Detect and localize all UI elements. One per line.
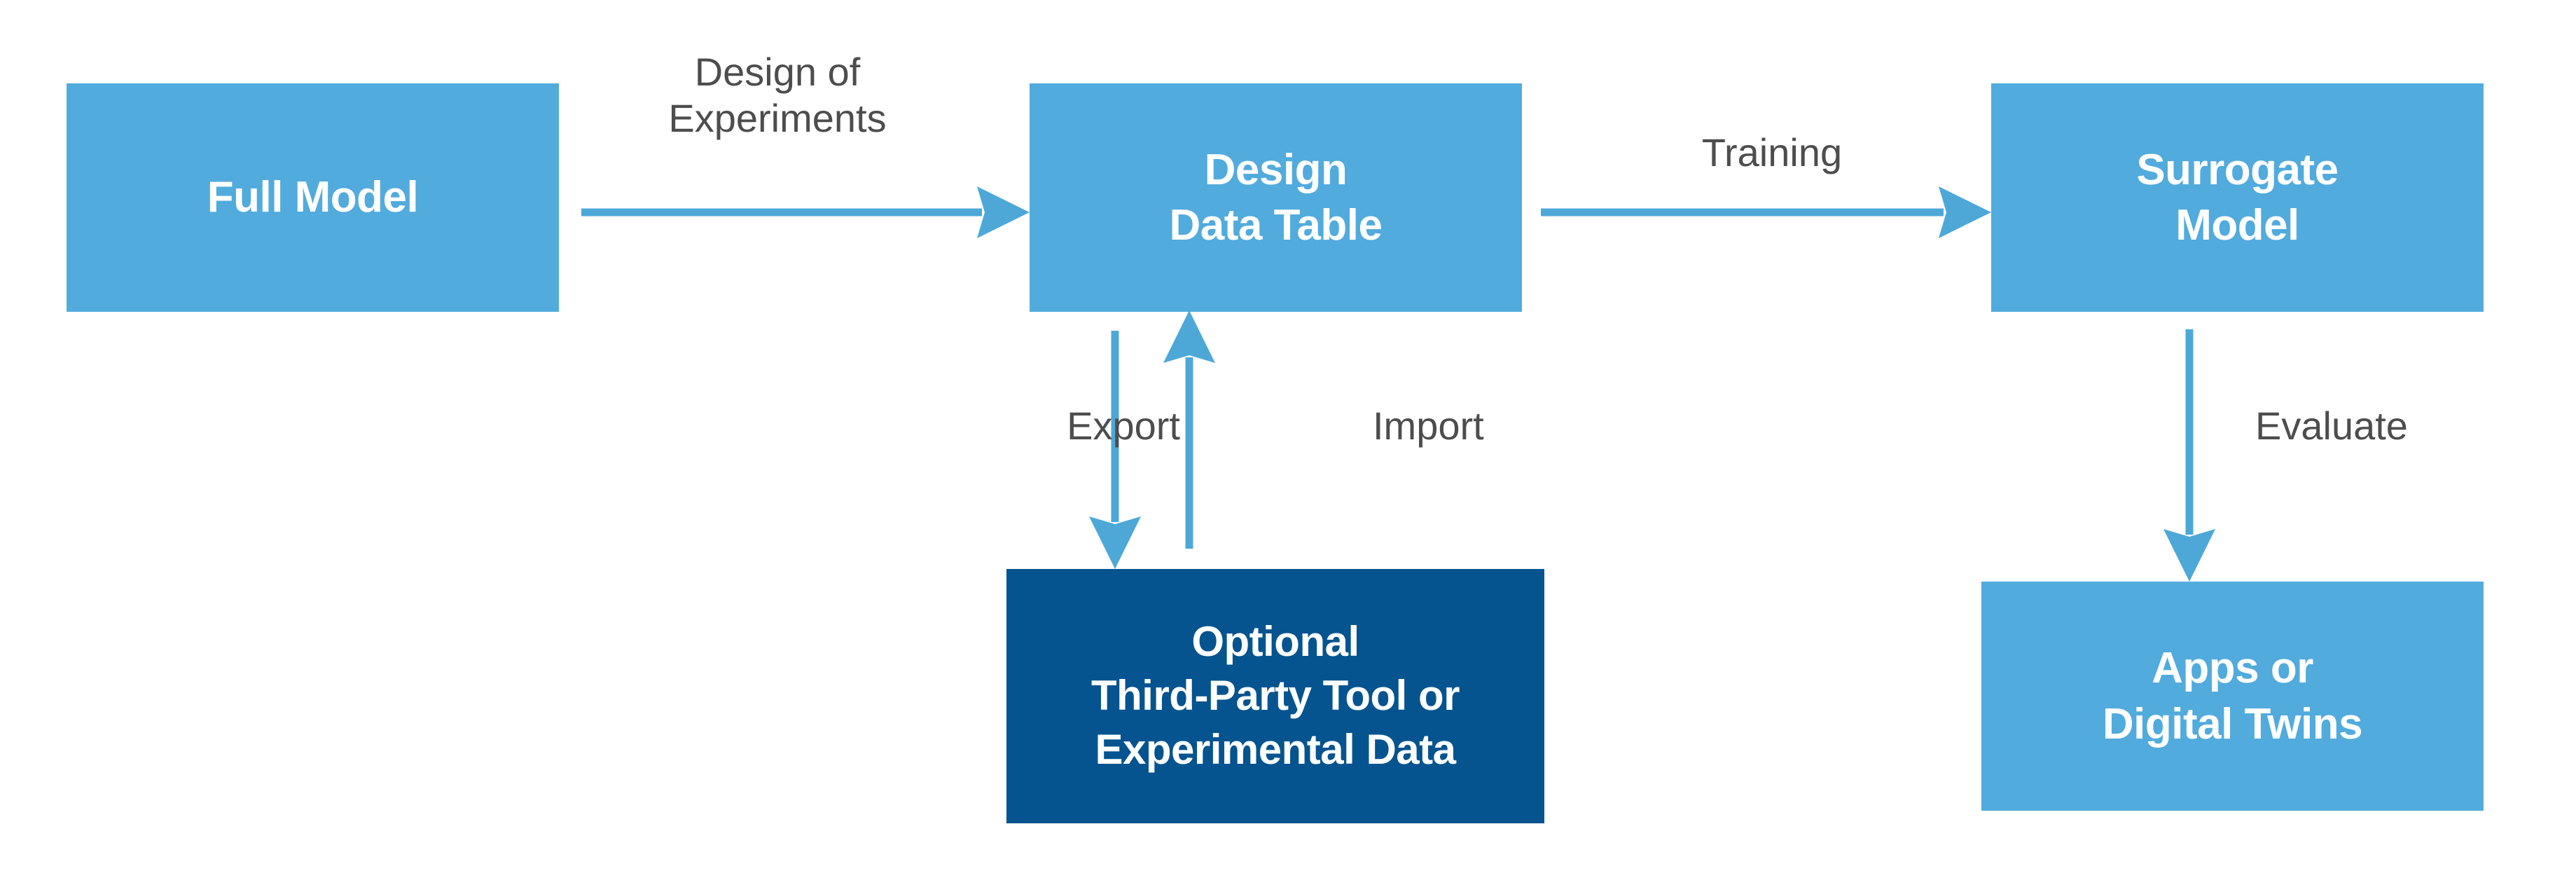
arrow-evaluate xyxy=(2163,329,2215,582)
node-apps-or-digital-twins[interactable]: Apps or Digital Twins xyxy=(1981,582,2484,811)
node-surrogate-model[interactable]: Surrogate Model xyxy=(1991,83,2484,312)
arrow-export xyxy=(1089,331,1141,569)
node-apps-or-digital-twins-label: Apps or Digital Twins xyxy=(2102,644,2363,748)
node-surrogate-model-label: Surrogate Model xyxy=(2136,145,2339,249)
edge-label-import: Import xyxy=(1373,404,1484,448)
arrow-training xyxy=(1541,186,1991,238)
edge-label-training: Training xyxy=(1701,130,1843,174)
edge-label-evaluate: Evaluate xyxy=(2255,404,2408,448)
node-design-data-table-label: Design Data Table xyxy=(1169,145,1383,249)
node-full-model-label: Full Model xyxy=(207,173,419,222)
node-design-data-table[interactable]: Design Data Table xyxy=(1030,83,1522,312)
node-optional-third-party-tool[interactable]: Optional Third-Party Tool or Experimenta… xyxy=(1006,569,1544,823)
node-optional-third-party-tool-label: Optional Third-Party Tool or Experimenta… xyxy=(1090,618,1460,773)
edge-label-design-of-experiments: Design of Experiments xyxy=(668,50,887,140)
edge-label-export: Export xyxy=(1067,404,1180,448)
arrow-design-of-experiments xyxy=(581,186,1030,238)
node-full-model[interactable]: Full Model xyxy=(67,83,559,312)
